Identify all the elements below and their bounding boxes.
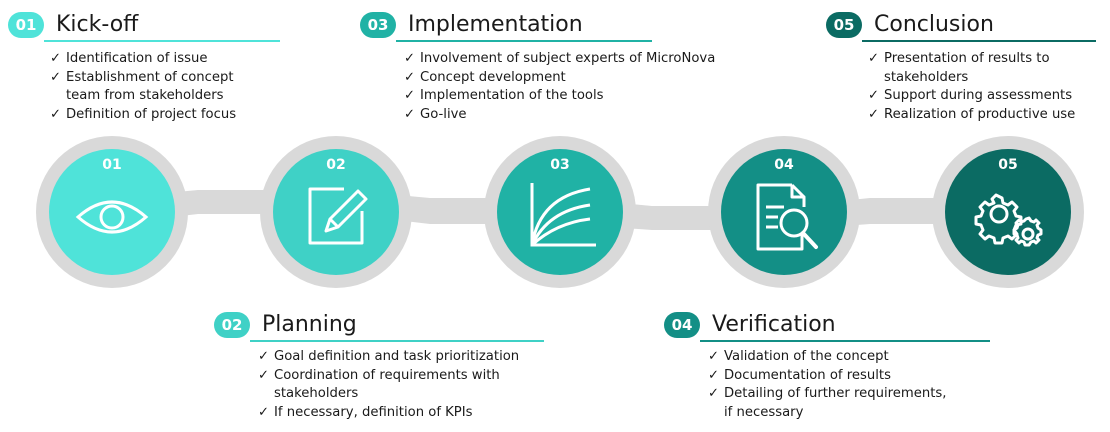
phase-underline xyxy=(396,40,652,42)
phase-underline xyxy=(44,40,280,42)
circle-number: 04 xyxy=(774,157,794,173)
circle-number: 05 xyxy=(998,157,1018,173)
list-item: ✓Goal definition and task prioritization xyxy=(258,349,520,364)
list-item: ✓Detailing of further requirements,if ne… xyxy=(708,386,947,420)
circle-number: 01 xyxy=(102,157,122,173)
phase-circle-02: 02 xyxy=(260,136,412,288)
list-item: ✓If necessary, definition of KPIs xyxy=(258,404,473,420)
list-item: ✓Implementation of the tools xyxy=(404,88,604,103)
phase-header-02: 02 Planning xyxy=(214,308,544,342)
list-item: ✓Go-live xyxy=(404,106,467,122)
list-item: ✓Involvement of subject experts of Micro… xyxy=(404,51,716,66)
phase-underline xyxy=(250,340,544,342)
phase-underline xyxy=(862,40,1096,42)
circle-number: 02 xyxy=(326,157,346,173)
phase-number-badge: 05 xyxy=(826,12,862,38)
phase-title: Planning xyxy=(262,312,357,337)
list-item: ✓Identification of issue xyxy=(50,51,208,66)
phase-title: Kick-off xyxy=(56,12,139,37)
list-item: ✓Definition of project focus xyxy=(50,106,237,122)
phase-number-badge: 03 xyxy=(360,12,396,38)
edit-pencil-icon xyxy=(308,187,368,245)
phase-header-03: 03 Implementation xyxy=(360,8,652,42)
document-search-icon xyxy=(756,183,818,251)
phase-title: Conclusion xyxy=(874,12,994,37)
phase-04-list: ✓Validation of the concept ✓Documentatio… xyxy=(708,348,946,422)
phase-circle-03: 03 xyxy=(484,136,636,288)
phase-header-05: 05 Conclusion xyxy=(826,8,1096,42)
list-item: ✓Support during assessments xyxy=(868,88,1073,103)
phase-number-badge: 02 xyxy=(214,312,250,338)
phase-circle-05: 05 xyxy=(932,136,1084,288)
phase-title: Verification xyxy=(712,312,836,337)
list-item: ✓Documentation of results xyxy=(708,367,891,383)
phase-header-01: 01 Kick-off xyxy=(8,8,280,42)
phase-header-04: 04 Verification xyxy=(664,308,990,342)
phase-underline xyxy=(700,340,990,342)
list-item: ✓Validation of the concept xyxy=(708,349,889,364)
phase-circle-01: 01 xyxy=(36,136,188,288)
phase-03-list: ✓Involvement of subject experts of Micro… xyxy=(404,50,715,124)
list-item: ✓Realization of productive use xyxy=(868,106,1076,122)
gears-icon xyxy=(974,193,1043,247)
phase-01-list: ✓Identification of issue ✓Establishment … xyxy=(50,50,236,124)
growth-curve-icon xyxy=(530,183,596,247)
phase-circle-04: 04 xyxy=(708,136,860,288)
phase-02-list: ✓Goal definition and task prioritization… xyxy=(258,348,519,422)
phase-number-badge: 01 xyxy=(8,12,44,38)
list-item: ✓Concept development xyxy=(404,69,566,85)
phase-title: Implementation xyxy=(408,12,583,37)
circle-number: 03 xyxy=(550,157,570,173)
eye-icon xyxy=(75,200,149,234)
phase-number-badge: 04 xyxy=(664,312,700,338)
